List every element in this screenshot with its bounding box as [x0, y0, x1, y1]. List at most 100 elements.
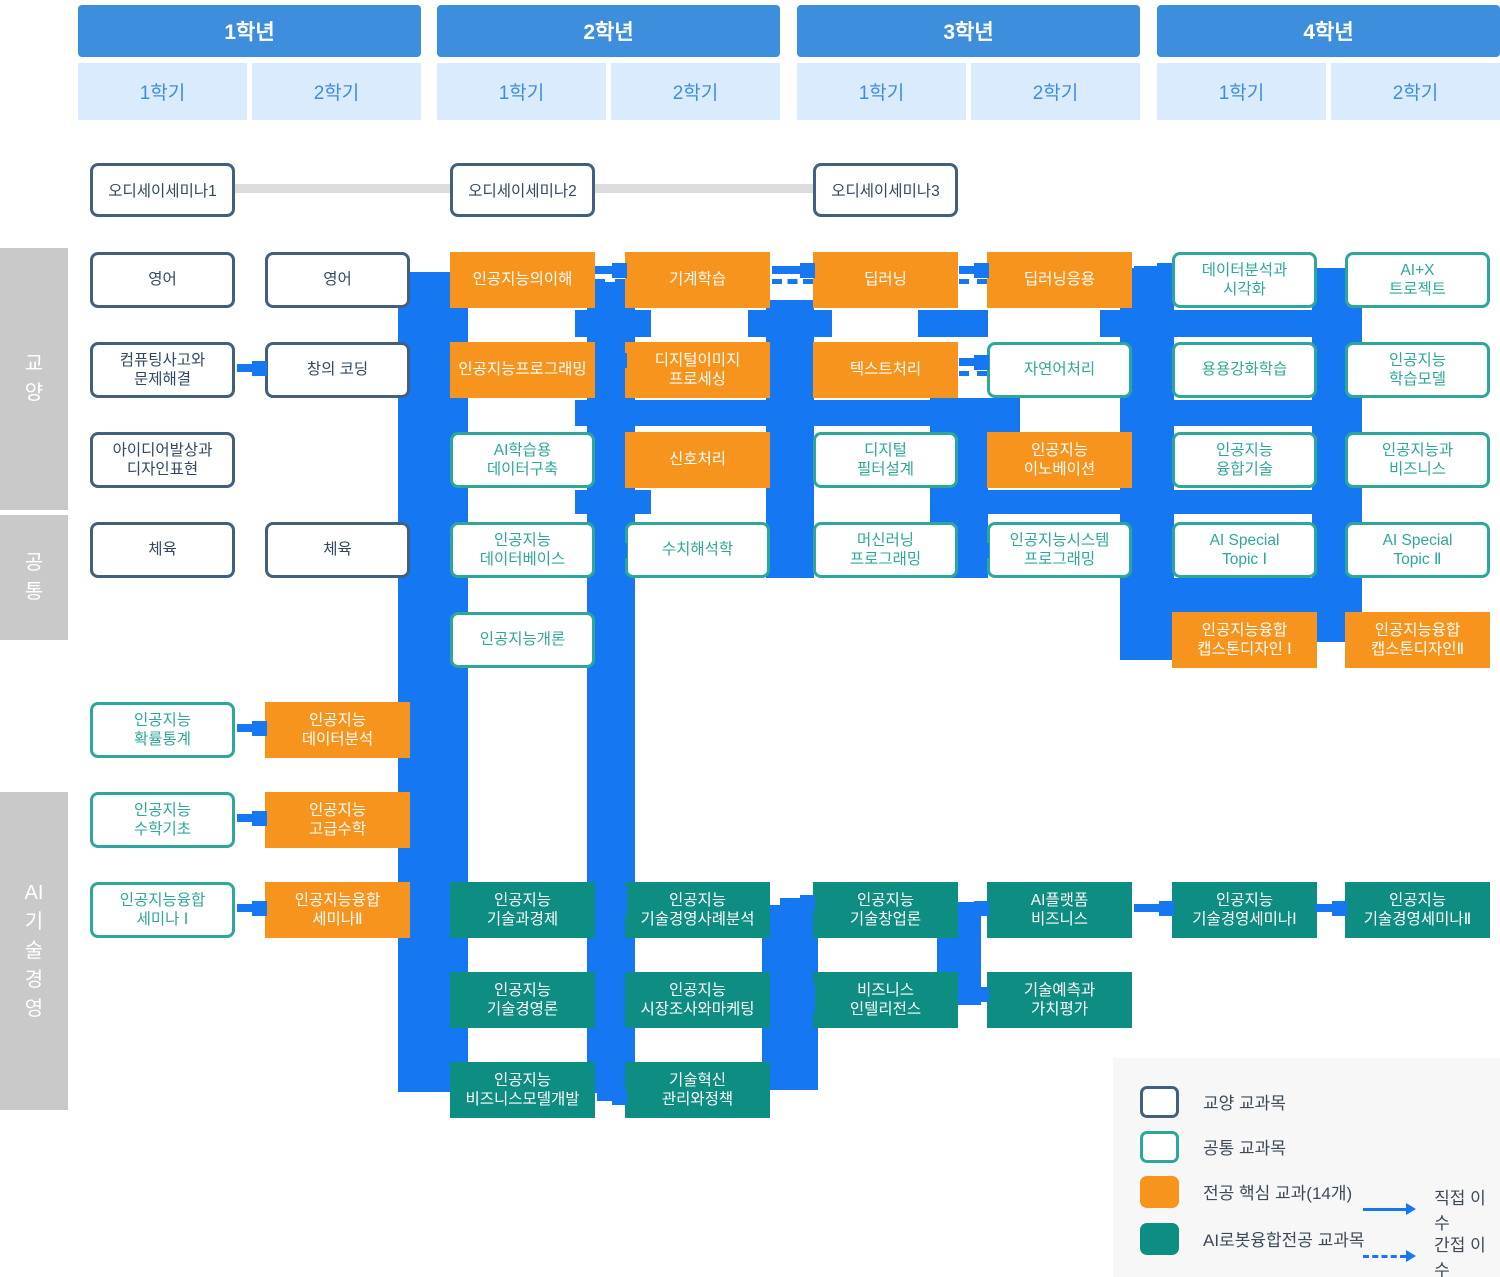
course-box-common: 인공지능시스템 프로그래밍: [987, 522, 1132, 578]
year-header-3: 3학년: [797, 5, 1140, 57]
semester-header-4-2: 2학기: [1331, 63, 1500, 120]
arrow-head: [612, 1090, 627, 1105]
arrow-head: [612, 353, 627, 368]
odyssey-seminar-box-3: 오디세이세미나3: [813, 163, 958, 217]
connector-pipe: [1132, 310, 1352, 337]
direct-arrow: [959, 266, 987, 274]
direct-arrow: [960, 990, 987, 998]
arrow-head: [612, 263, 627, 278]
semester-header-2-2: 2학기: [611, 63, 780, 120]
legend-indirect-arrow: 간접 이수: [1363, 1231, 1500, 1277]
legend-item-gen: 교양 교과목: [1140, 1085, 1286, 1118]
arrow-head: [800, 983, 815, 998]
course-box-gen: 아이디어발상과 디자인표현: [90, 432, 235, 488]
connector-pipe: [591, 400, 995, 426]
direct-arrow: [1134, 266, 1170, 274]
legend-label-core: 전공 핵심 교과(14개): [1203, 1184, 1353, 1203]
course-box-common: 인공지능융합 세미나 Ⅰ: [90, 882, 235, 938]
year-header-1: 1학년: [78, 5, 421, 57]
arrow-head: [252, 901, 267, 916]
legend-label-direct: 직접 이수: [1434, 1189, 1486, 1233]
course-box-common: 인공지능 학습모델: [1345, 342, 1490, 398]
direct-arrow: [597, 903, 625, 911]
course-box-gen: 영어: [90, 252, 235, 308]
solid-arrow-icon: [1363, 1207, 1407, 1211]
legend-direct-arrow: 직접 이수: [1363, 1184, 1500, 1234]
course-box-core: 신호처리: [625, 432, 770, 488]
indirect-arrow: [595, 369, 625, 374]
semester-header-2-1: 1학기: [437, 63, 606, 120]
course-box-core: 기계학습: [625, 252, 770, 308]
course-box-mgmt: 인공지능 기술과경제: [450, 882, 595, 938]
arrow-head: [612, 900, 627, 915]
legend-panel: 교양 교과목 공통 교과목 전공 핵심 교과(14개) AI로봇융합전공 교과목…: [1113, 1058, 1500, 1277]
legend-swatch-gen: [1140, 1085, 1179, 1118]
connector-pipe: [918, 310, 988, 337]
arrow-head: [612, 886, 627, 901]
legend-swatch-core: [1140, 1175, 1179, 1208]
direct-arrow: [237, 904, 265, 912]
arrow-head: [1159, 901, 1174, 916]
side-label-common: 공 통: [0, 515, 68, 640]
course-box-gen: 컴퓨팅사고와 문제해결: [90, 342, 235, 398]
year-header-2: 2학년: [437, 5, 780, 57]
direct-arrow: [772, 266, 813, 274]
direct-arrow: [772, 1000, 813, 1008]
course-box-common: 수치해석학: [625, 522, 770, 578]
connector-pipe: [958, 902, 976, 1000]
side-label-mgmt: AI 기 술 경 영: [0, 792, 68, 1110]
arrow-head: [1332, 901, 1347, 916]
course-box-core: 인공지능융합 캡스톤디자인 Ⅰ: [1172, 612, 1317, 668]
semester-header-1-2: 2학기: [252, 63, 421, 120]
direct-arrow: [959, 358, 987, 366]
course-box-core: 인공지능의이해: [450, 252, 595, 308]
course-box-common: AI Special Topic Ⅰ: [1172, 522, 1317, 578]
course-box-core: 딥러닝: [813, 252, 958, 308]
course-box-mgmt: 인공지능 기술경영론: [450, 972, 595, 1028]
course-box-core: 인공지능융합 캡스톤디자인Ⅱ: [1345, 612, 1490, 668]
legend-label-mgmt: AI로봇융합전공 교과목: [1203, 1231, 1365, 1250]
legend-swatch-mgmt: [1140, 1222, 1179, 1255]
course-box-core: 인공지능 이노베이션: [987, 432, 1132, 488]
course-box-gen: 영어: [265, 252, 410, 308]
connector-pipe: [965, 398, 1020, 438]
semester-header-3-1: 1학기: [797, 63, 966, 120]
course-box-common: 인공지능 수학기초: [90, 792, 235, 848]
legend-item-core: 전공 핵심 교과(14개): [1140, 1175, 1352, 1208]
direct-arrow: [595, 356, 625, 364]
course-box-mgmt: 기술혁신 관리와정책: [625, 1062, 770, 1118]
direct-arrow: [597, 889, 625, 897]
direct-arrow: [1315, 904, 1345, 912]
legend-label-indirect: 간접 이수: [1434, 1236, 1486, 1277]
course-box-core: 인공지능융합 세미나Ⅱ: [265, 882, 410, 938]
course-box-common: 인공지능 확률통계: [90, 702, 235, 758]
odyssey-seminar-box-2: 오디세이세미나2: [450, 163, 595, 217]
connector-pipe: [1132, 400, 1352, 426]
direct-arrow: [1134, 904, 1172, 912]
course-box-gen: 창의 코딩: [265, 342, 410, 398]
course-box-mgmt: 기술예측과 가치평가: [987, 972, 1132, 1028]
arrow-head: [974, 901, 989, 916]
arrow-head: [252, 361, 267, 376]
course-box-mgmt: 인공지능 비즈니스모델개발: [450, 1062, 595, 1118]
legend-label-common: 공통 교과목: [1203, 1139, 1286, 1158]
direct-arrow: [237, 364, 265, 372]
course-box-core: 딥러닝응용: [987, 252, 1132, 308]
course-box-mgmt: AI플랫폼 비즈니스: [987, 882, 1132, 938]
semester-header-1-1: 1학기: [78, 63, 247, 120]
course-box-mgmt: 인공지능 기술경영세미나Ⅱ: [1345, 882, 1490, 938]
course-box-mgmt: 인공지능 기술창업론: [813, 882, 958, 938]
connector-pipe: [748, 310, 832, 337]
arrow-head: [612, 543, 627, 558]
arrow-head: [252, 721, 267, 736]
direct-arrow: [237, 724, 265, 732]
course-box-mgmt: 인공지능 기술경영세미나Ⅰ: [1172, 882, 1317, 938]
course-box-core: 인공지능 고급수학: [265, 792, 410, 848]
dashed-arrow-icon: [1363, 1254, 1407, 1258]
year-header-4: 4학년: [1157, 5, 1500, 57]
course-box-common: 용용강화학습: [1172, 342, 1317, 398]
arrow-head: [974, 355, 989, 370]
arrow-head: [800, 997, 815, 1012]
direct-arrow: [780, 898, 813, 906]
connector-pipe: [960, 490, 1166, 514]
